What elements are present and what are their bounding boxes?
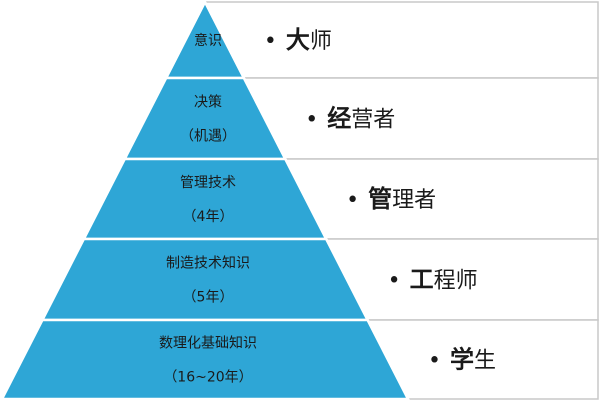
skill-label-3-line-2: （4年）: [183, 209, 234, 225]
skill-label-4-line-1: 制造技术知识: [166, 255, 250, 272]
role-label-1: 大师: [286, 26, 332, 54]
role-label-2-rest: 营者: [351, 108, 395, 133]
role-label-5-lead: 学: [450, 346, 474, 374]
role-label-2: 经营者: [327, 105, 395, 133]
role-label-3-lead: 管: [368, 185, 392, 213]
role-label-2-lead: 经: [327, 105, 351, 133]
role-bullet-2: •: [305, 108, 318, 133]
pyramid-band-5: [0, 318, 411, 401]
skill-label-1-line-1: 意识: [194, 32, 222, 49]
role-box-1: [204, 1, 599, 79]
pyramid-band-3: [81, 157, 329, 241]
role-label-4-rest: 程师: [434, 269, 478, 294]
role-label-5-rest: 生: [474, 349, 496, 374]
skill-label-3-line-1: 管理技术: [180, 175, 236, 191]
pyramid-bands-layer: [0, 0, 411, 401]
role-bullet-3: •: [346, 188, 359, 213]
role-label-1-rest: 师: [310, 29, 332, 54]
role-bullet-1: •: [264, 29, 277, 54]
role-label-1-lead: 大: [286, 26, 310, 54]
skill-label-2-line-1: 决策: [194, 94, 222, 111]
skill-label-4-line-2: （5年）: [183, 290, 234, 306]
role-label-3: 管理者: [368, 185, 436, 213]
role-label-4-lead: 工: [410, 266, 434, 294]
role-bullet-5: •: [428, 349, 441, 374]
role-label-4: 工程师: [410, 266, 478, 294]
skill-label-5-line-1: 数理化基础知识: [159, 335, 257, 352]
role-label-3-rest: 理者: [392, 188, 436, 213]
skill-label-2-line-2: （机遇）: [180, 129, 236, 145]
role-bullet-4: •: [388, 269, 401, 294]
skill-label-5-line-2: （16~20年）: [163, 370, 252, 386]
pyramid-band-4: [40, 237, 370, 322]
role-label-5: 学生: [450, 346, 496, 374]
